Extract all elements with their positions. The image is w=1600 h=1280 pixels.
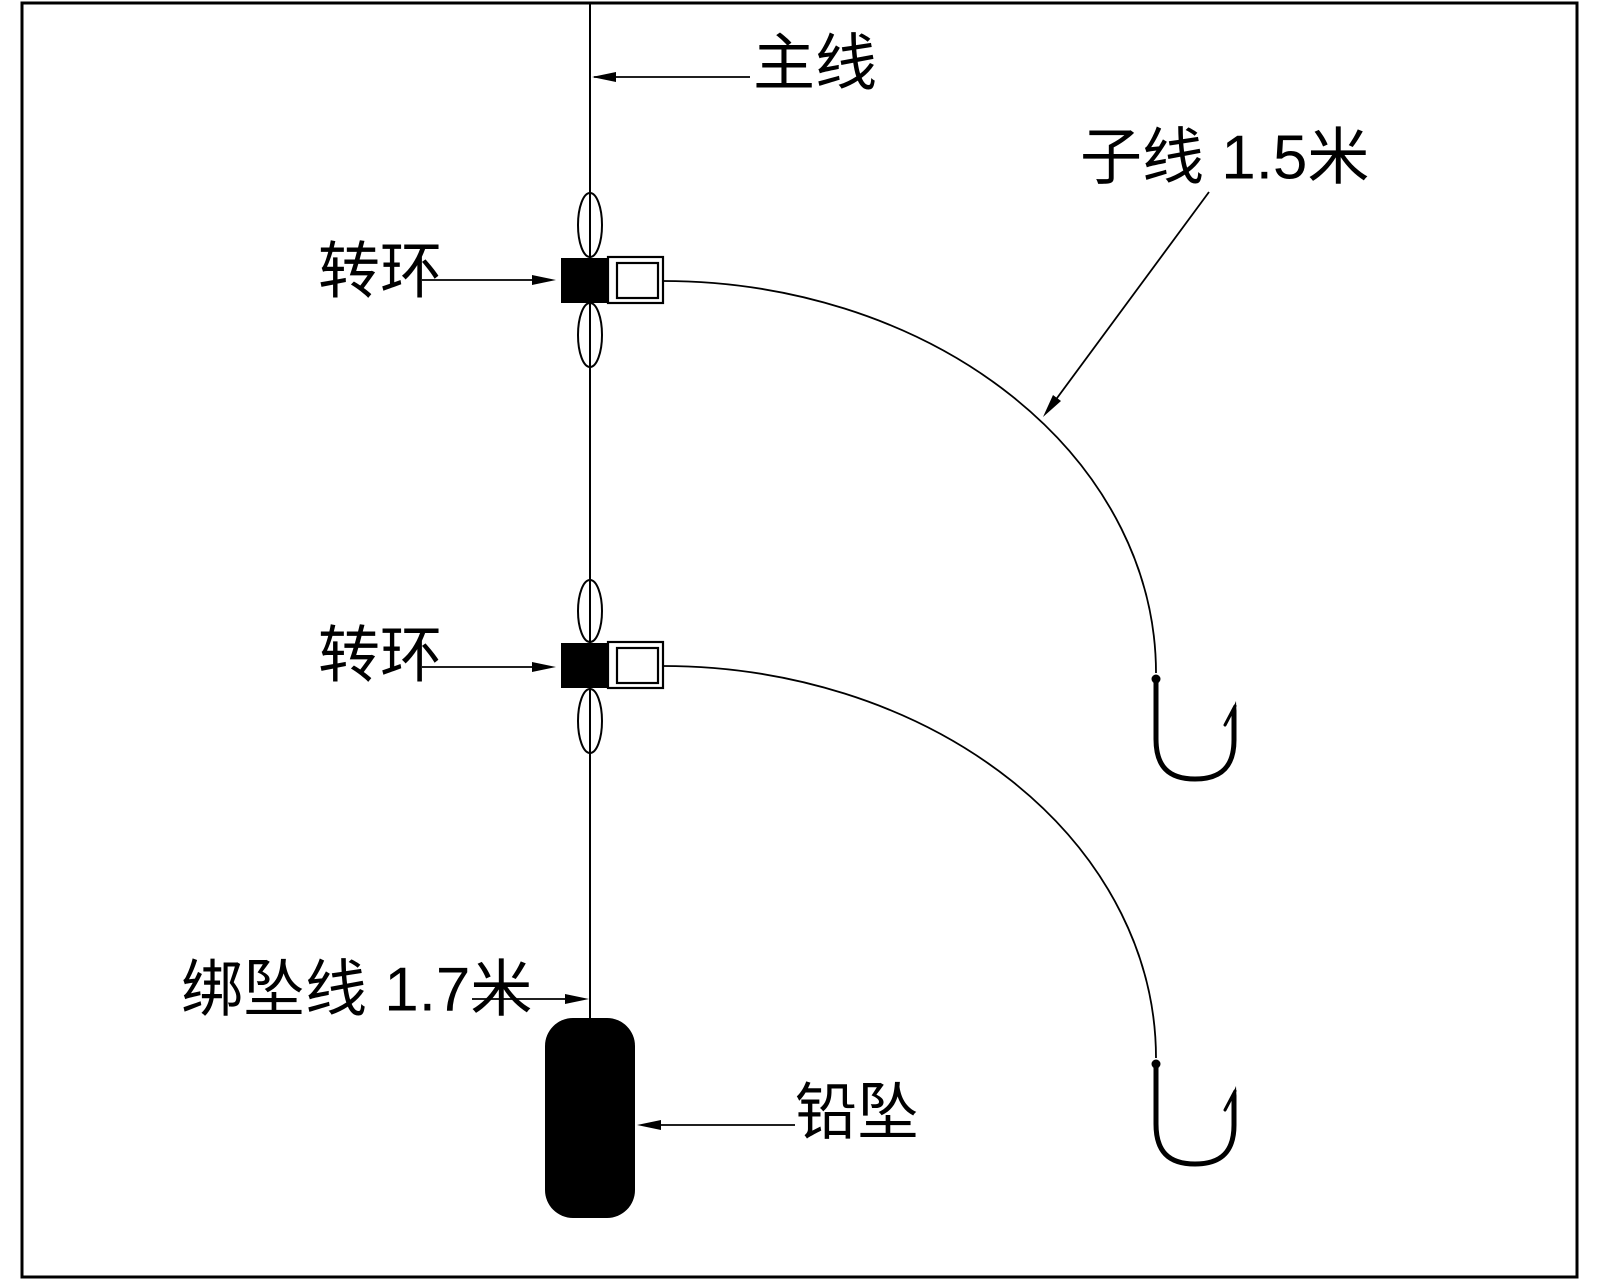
sinker-weight [545,1018,635,1218]
hook-lower [1151,1059,1237,1167]
arrowhead-diagonal-icon [1043,395,1061,417]
swivel-upper [561,192,665,368]
diagram-frame [20,1,1579,1279]
swivel-upper-body [561,258,612,303]
arrowhead-right-icon [532,662,556,672]
arrowhead-left-icon [637,1120,661,1130]
swivel-lower-ring-inner [615,646,660,685]
label-sinker-line: 绑坠线 1.7米 [181,956,532,1025]
swivel-lower-body [561,643,612,688]
hook-lower-body [1153,1064,1237,1167]
swivel-lower-loop-bottom [577,688,603,754]
hook-upper [1151,674,1237,782]
arrowhead-left-icon [592,72,616,82]
label-main-line: 主线 [753,30,877,99]
hook-lower-barb [1223,1089,1237,1112]
swivel-upper-ring-inner [615,261,660,300]
arrowhead-right-icon [532,275,556,285]
label-swivel-upper: 转环 [318,238,442,307]
swivel-lower [561,579,665,754]
sub-line-upper [662,280,1157,674]
sub-line-leader [1045,191,1210,414]
label-sinker: 铅坠 [795,1079,919,1148]
label-swivel-lower: 转环 [318,622,442,691]
hook-upper-barb [1223,704,1237,727]
label-sub-line: 子线 1.5米 [1080,124,1369,193]
hook-upper-body [1153,679,1237,782]
swivel-upper-loop-top [577,192,603,258]
sub-line-lower [662,665,1157,1059]
arrowhead-right-icon [565,994,589,1004]
swivel-lower-loop-top [577,579,603,643]
